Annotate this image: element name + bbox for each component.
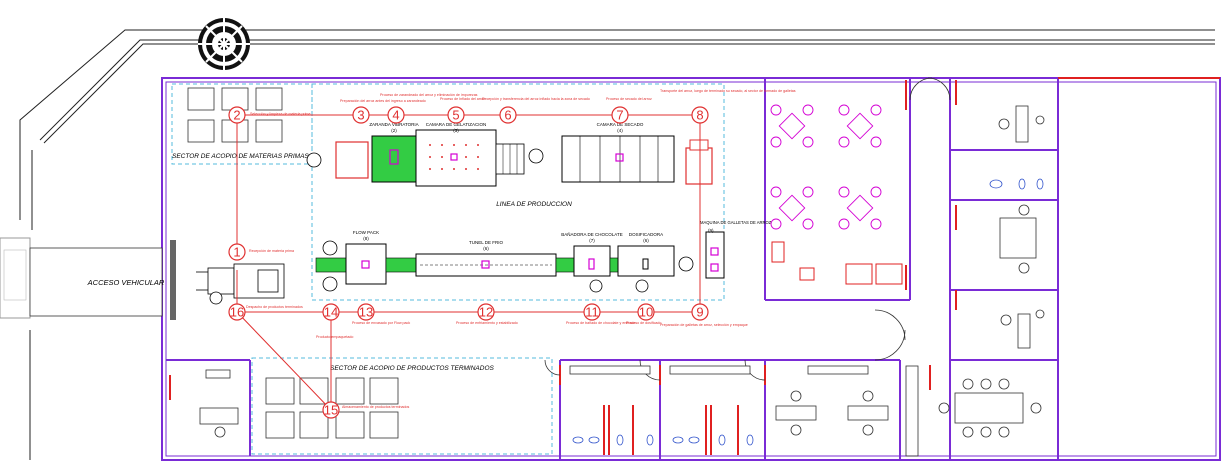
step-8-text: Transporte del arroz, luego de terminado… xyxy=(660,89,796,93)
machine-tunel-number: (6) xyxy=(483,246,489,251)
step-descriptions: Recepción de materia prima Selección y l… xyxy=(246,89,796,409)
worker-icon xyxy=(635,279,649,293)
step-1-number: 1 xyxy=(233,245,240,260)
step-9-text: Preparación de galletas de arroz, selecc… xyxy=(660,323,748,327)
step-8-number: 8 xyxy=(696,108,703,123)
step-2-number: 2 xyxy=(233,108,240,123)
step-3-text: Preparación del arroz antes del ingreso … xyxy=(340,99,426,103)
step-10-text: Proceso de dosificado xyxy=(626,321,661,325)
machine-camara-gel-label: CAMARA DE GELATIZACION xyxy=(426,122,486,127)
finished-product-pallets xyxy=(265,377,399,439)
machine-dosificadora-label: DOSIFICADORA xyxy=(629,232,663,237)
step-6-text: Recepción y transferencia del arroz infl… xyxy=(482,97,590,101)
dining-tables xyxy=(770,104,882,230)
step-16-text: Despacho de productos terminados xyxy=(246,305,303,309)
machine-bandadora-label: BAÑADORA DE CHOCOLATE xyxy=(561,231,622,237)
red-wall-accents xyxy=(169,77,1220,455)
zone-raw-materials-label: SECTOR DE ACOPIO DE MATERIAS PRIMAS xyxy=(172,153,309,160)
machine-dosificadora-number: (6) xyxy=(643,238,649,243)
machine-zaranda-number: (2) xyxy=(391,128,397,133)
machine-camara-gel-number: (3) xyxy=(453,128,459,133)
step-10-number: 10 xyxy=(639,305,653,320)
step-7-number: 7 xyxy=(616,108,623,123)
step-3-number: 3 xyxy=(357,108,364,123)
machine-galletas-label: MAQUINA DE GALLETAS DE ARROZ xyxy=(700,220,772,225)
step-2-text: Selección y limpieza de materia prima xyxy=(250,112,311,116)
step-12-number: 12 xyxy=(479,305,493,320)
kitchen-fixtures xyxy=(771,241,903,285)
step-9-number: 9 xyxy=(696,305,703,320)
machine-galletas-number: (9) xyxy=(708,228,714,233)
step-5-text: Proceso de Inflado del arroz xyxy=(440,97,485,101)
vehicle-access-label: ACCESO VEHICULAR xyxy=(87,278,165,287)
stairs xyxy=(905,365,919,457)
machine-zaranda-label: ZARANDA VIBRATORIA xyxy=(369,122,418,127)
worker-icon xyxy=(306,152,322,168)
machine-flow-pack-label: FLOW PACK xyxy=(353,230,379,235)
step-6-number: 6 xyxy=(504,108,511,123)
step-15-number: 15 xyxy=(324,403,338,418)
worker-icon xyxy=(322,240,338,256)
step-13-number: 13 xyxy=(359,305,373,320)
worker-icon xyxy=(528,148,544,164)
step-11-number: 11 xyxy=(585,305,599,320)
production-line-bottom xyxy=(315,231,725,293)
machine-camara-sec-number: (4) xyxy=(617,128,623,133)
step-13-text: Proceso de envasado por Flow pack xyxy=(352,321,410,325)
worker-icon xyxy=(209,291,223,305)
step-16-number: 16 xyxy=(230,305,244,320)
step-15-text: Almacenamiento de productos terminados xyxy=(342,405,410,409)
street-lines xyxy=(19,29,1215,460)
zone-production-line-label: LINEA DE PRODUCCION xyxy=(496,201,572,208)
machine-camara-sec-label: CAMARA DE SECADO xyxy=(597,122,644,127)
machine-tunel-label: TUNEL DE FRIO xyxy=(469,240,504,245)
tree-icon xyxy=(198,18,250,70)
process-steps xyxy=(228,106,709,419)
forklift-icon xyxy=(196,263,285,305)
step-4-text: Proceso de zarandeado del arroz y elimin… xyxy=(380,93,478,97)
worker-icon xyxy=(322,276,338,292)
step-14-number: 14 xyxy=(324,305,338,320)
zone-outlines xyxy=(171,83,725,455)
step-14-text: Producto empaquetado xyxy=(316,335,353,339)
step-12-text: Proceso de enfriamiento y estabilizado xyxy=(456,321,518,325)
zone-finished-products-label: SECTOR DE ACOPIO DE PRODUCTOS TERMINADOS xyxy=(330,365,495,372)
step-11-text: Proceso de bañado de chocolate y enfriad… xyxy=(566,321,635,325)
vehicle-access: ACCESO VEHICULAR xyxy=(0,237,176,320)
step-5-number: 5 xyxy=(452,108,459,123)
step-4-number: 4 xyxy=(392,108,399,123)
step-1-text: Recepción de materia prima xyxy=(249,249,294,253)
office-furniture xyxy=(199,105,1045,438)
production-line-top xyxy=(306,129,713,187)
step-7-text: Proceso de secado del arroz xyxy=(606,97,652,101)
worker-icon xyxy=(678,256,694,272)
worker-icon xyxy=(589,279,603,293)
restroom-fixtures xyxy=(572,178,1044,446)
machine-flow-pack-number: (8) xyxy=(363,236,369,241)
machine-bandadora-number: (7) xyxy=(589,238,595,243)
